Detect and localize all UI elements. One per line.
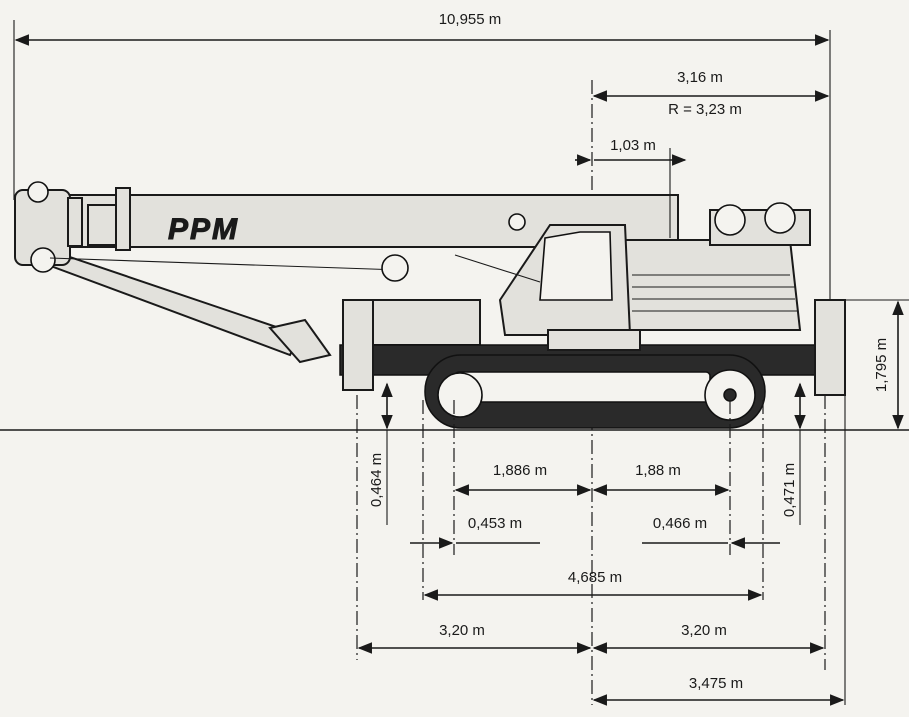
winch-drum-2 xyxy=(764,202,796,234)
label-outrigger-rear: 3,20 m xyxy=(681,622,727,639)
boom-cylinder xyxy=(37,250,302,357)
label-tail-radius: R = 3,23 m xyxy=(668,101,742,118)
label-track-length: 4,685 m xyxy=(568,569,622,586)
label-outrigger-front: 3,20 m xyxy=(439,622,485,639)
carbody xyxy=(369,299,481,346)
boom-tip-sheave xyxy=(27,181,49,203)
label-front-overhang: 0,453 m xyxy=(468,515,522,532)
crane-machine: PPM xyxy=(14,181,846,429)
label-track-front-half: 1,886 m xyxy=(493,462,547,479)
label-rear-to-center: 3,475 m xyxy=(689,675,743,692)
cab-window xyxy=(539,231,613,301)
label-front-clearance: 0,464 m xyxy=(368,453,385,507)
boom-eyelet xyxy=(508,213,526,231)
boom-lower-sheave xyxy=(381,254,409,282)
label-height: 1,795 m xyxy=(873,338,890,392)
label-rear-overhang: 0,466 m xyxy=(653,515,707,532)
boom-head-sheave xyxy=(30,247,56,273)
sprocket-hub xyxy=(723,388,737,402)
boom-section-3 xyxy=(115,187,131,251)
boom-section-2 xyxy=(87,204,117,246)
outrigger-rear xyxy=(814,299,846,396)
boom-lower-chord xyxy=(49,257,401,271)
superstructure xyxy=(610,239,802,331)
cab-handrail xyxy=(454,254,541,283)
winch-drum-1 xyxy=(714,204,746,236)
idler-wheel xyxy=(437,372,483,418)
outrigger-front xyxy=(342,299,374,391)
brand-logo: PPM xyxy=(168,213,239,246)
label-rear-clearance: 0,471 m xyxy=(781,463,798,517)
label-overall-length: 10,955 m xyxy=(439,11,502,28)
label-cw-offset: 1,03 m xyxy=(610,137,656,154)
slewing-ring xyxy=(547,329,641,351)
label-tail-length: 3,16 m xyxy=(677,69,723,86)
dimension-lines: 10,955 m 3,16 m R = 3,23 m 1,03 m 1,795 … xyxy=(13,11,909,706)
label-track-rear-half: 1,88 m xyxy=(635,462,681,479)
boom-section-1 xyxy=(67,197,83,247)
track-inner xyxy=(454,371,711,403)
cylinder-rod xyxy=(268,318,332,364)
